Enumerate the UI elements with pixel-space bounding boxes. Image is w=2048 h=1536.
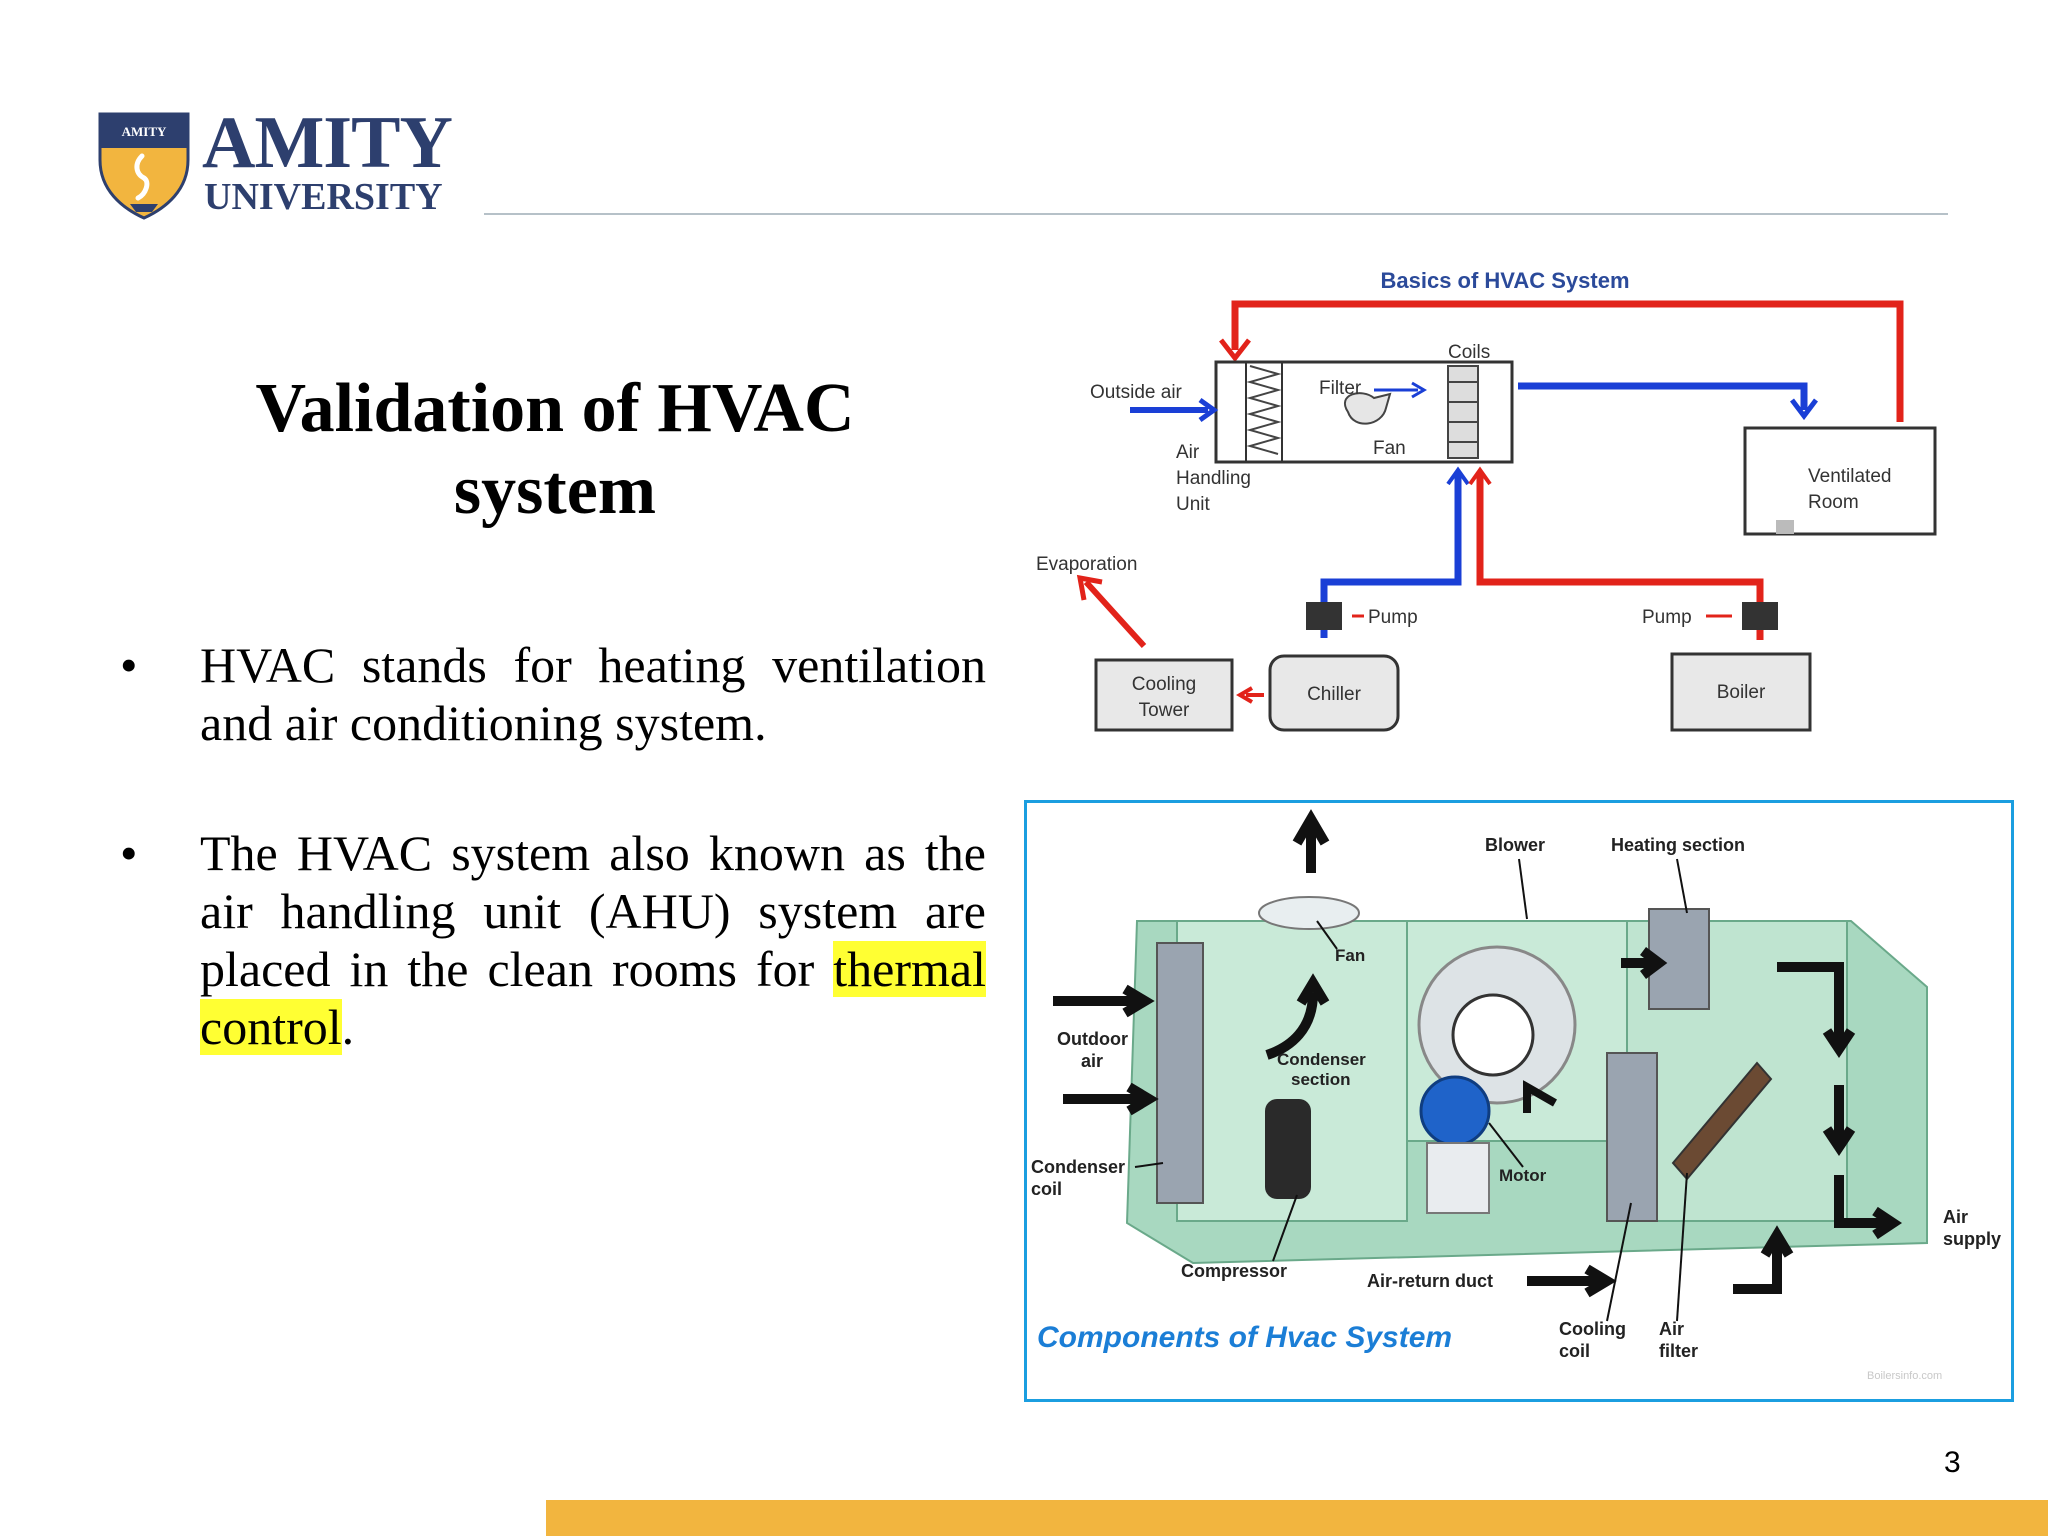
exhaust-up-arrow-icon [1297,819,1325,873]
fan-icon [1259,897,1359,929]
condenser-coil-label-line1: Condenser [1031,1157,1125,1177]
motor-icon [1421,1077,1489,1145]
outdoor-air-arrow-icon [1053,989,1145,1013]
air-supply-label-line2: supply [1943,1229,2001,1249]
compressor-icon [1265,1099,1311,1199]
pump-right-icon [1742,602,1778,630]
coils-label: Coils [1448,342,1490,363]
cooling-coil-label-line2: coil [1559,1341,1590,1361]
slide-title: Validation of HVAC system [180,368,930,532]
air-supply-label-line1: Air [1943,1207,1968,1227]
air-filter-label-line2: filter [1659,1341,1698,1361]
blower-wheel-icon [1453,995,1533,1075]
cooling-coil-icon [1607,1053,1657,1221]
bullet-item: • HVAC stands for heating ventilation an… [120,636,986,752]
university-crest-icon: AMITY [96,108,192,220]
bullet-marker: • [120,636,138,694]
slide-title-line2: system [180,450,930,532]
ahu-label-line3: Unit [1176,494,1211,515]
page-number: 3 [1944,1446,1961,1480]
pump-left-label: Pump [1368,607,1418,628]
header-divider [484,213,1948,215]
footer-accent-bar [546,1500,2048,1536]
ahu-label-line1: Air [1176,442,1200,463]
bullet-marker: • [120,824,138,882]
filter-label: Filter [1319,378,1362,399]
evaporation-label: Evaporation [1036,554,1137,575]
air-return-duct-label: Air-return duct [1367,1271,1493,1291]
cooling-tower-label-line1: Cooling [1132,674,1196,695]
motor-base [1427,1143,1489,1213]
motor-label: Motor [1499,1166,1547,1185]
bullet-text-end: . [342,999,355,1055]
bullet-item: • The HVAC system also known as the air … [120,824,986,1056]
fan-label: Fan [1335,946,1365,965]
watermark-text: Boilersinfo.com [1867,1370,1942,1382]
hvac-basics-title: Basics of HVAC System [1380,268,1629,293]
bullet-text: HVAC stands for heating ventilation and … [200,637,986,751]
components-caption: Components of Hvac System [1037,1321,1452,1354]
room-label-line1: Ventilated [1808,466,1891,487]
ahu-label-line2: Handling [1176,468,1251,489]
condenser-coil-label-line2: coil [1031,1179,1062,1199]
outdoor-air-arrow-icon [1063,1087,1149,1111]
room-label-line2: Room [1808,492,1859,513]
blower-label: Blower [1485,835,1545,855]
hvac-components-figure: Blower Heating section Fan Outdoor air C… [1024,800,2014,1402]
heating-section-label: Heating section [1611,835,1745,855]
logo-subtitle: UNIVERSITY [204,176,443,218]
chiller-label: Chiller [1307,684,1362,705]
air-return-arrow-icon [1527,1269,1607,1293]
compressor-label: Compressor [1181,1261,1287,1281]
outdoor-air-label-line1: Outdoor [1057,1029,1128,1049]
outdoor-air-label-line2: air [1081,1051,1103,1071]
amity-logo: AMITY AMITY UNIVERSITY [96,104,456,224]
logo-wordmark: AMITY [202,104,452,182]
air-filter-label-line1: Air [1659,1319,1684,1339]
condenser-section-label-line2: section [1291,1070,1351,1089]
cooling-coil-label-line1: Cooling [1559,1319,1626,1339]
cooling-tower-label-line2: Tower [1139,700,1190,721]
condenser-section-label-line1: Condenser [1277,1050,1366,1069]
bullet-list: • HVAC stands for heating ventilation an… [120,636,986,1128]
coils-icon [1448,366,1478,458]
hvac-basics-diagram: Basics of HVAC System Coils Filter Fan O… [1030,262,1950,742]
room-vent-icon [1776,520,1794,534]
pump-right-label: Pump [1642,607,1692,628]
fan-label: Fan [1373,438,1406,459]
boiler-label: Boiler [1717,682,1766,703]
outside-air-label: Outside air [1090,382,1183,403]
hvac-components-diagram: Blower Heating section Fan Outdoor air C… [1027,803,2011,1399]
crest-badge-text: AMITY [122,124,167,139]
supply-air-line [1518,386,1804,410]
slide-title-line1: Validation of HVAC [180,368,930,450]
condenser-coil-icon [1157,943,1203,1203]
pump-left-icon [1306,602,1342,630]
